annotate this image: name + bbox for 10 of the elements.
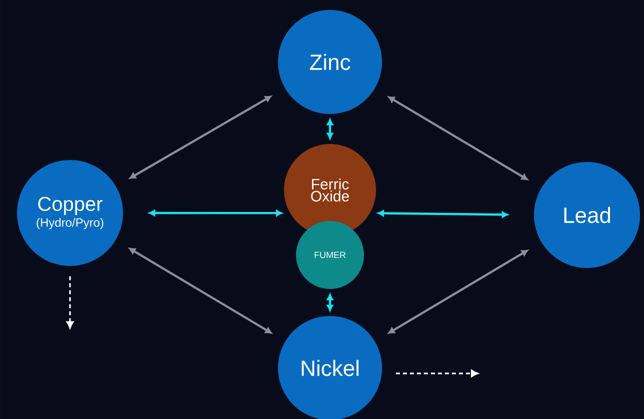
arrow [378,210,508,218]
arrow [396,370,478,378]
arrow [388,250,528,334]
arrow [66,276,74,328]
arrow [130,96,272,179]
arrow [326,294,334,312]
arrow [129,248,272,334]
arrow [326,118,334,140]
arrow [388,96,528,180]
arrow [148,210,282,216]
